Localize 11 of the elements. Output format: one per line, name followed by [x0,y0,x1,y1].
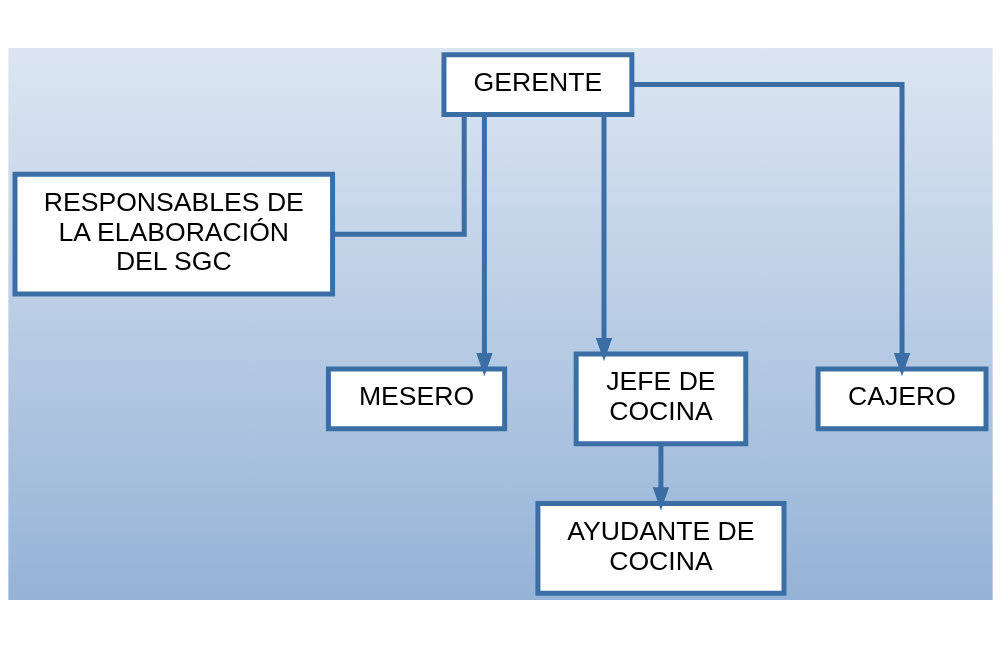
node-box: MESERO [325,366,508,432]
node-box: GERENTE [441,52,635,117]
node-box: RESPONSABLES DE LA ELABORACIÓN DEL SGC [12,171,336,297]
node-box: AYUDANTE DE COCINA [535,501,787,596]
arrow [595,114,613,362]
node-box: JEFE DE COCINA [573,351,749,447]
arrow [476,114,493,377]
node-box: CAJERO [815,366,989,432]
arrow [652,443,670,511]
arrow [632,82,911,377]
connector [332,114,467,237]
